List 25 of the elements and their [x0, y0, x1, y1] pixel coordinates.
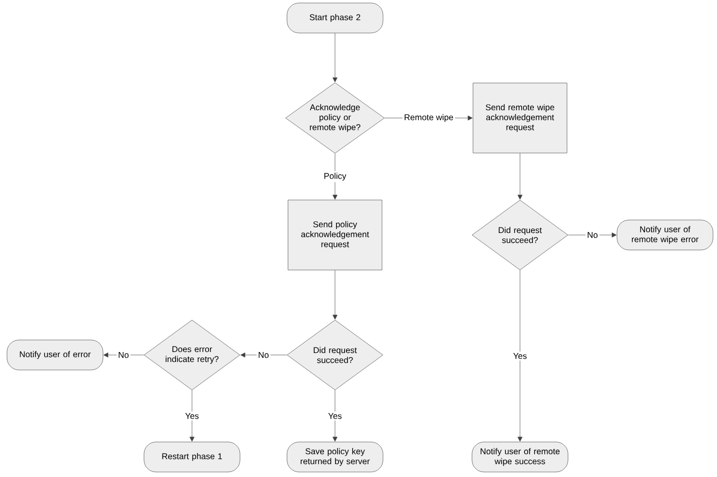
- process-box: Send remote wipe acknowledgement request: [472, 82, 568, 154]
- edge-label: Yes: [184, 412, 200, 420]
- arrow: [518, 270, 522, 442]
- terminator-box: Start phase 2: [286, 2, 384, 34]
- arrow: [240, 352, 287, 358]
- arrow: [568, 232, 617, 238]
- terminator-box: Restart phase 1: [144, 442, 240, 472]
- edge-label: Policy: [322, 171, 348, 182]
- arrow: [518, 153, 522, 200]
- arrow: [332, 33, 338, 82]
- edge-label: Remote wipe: [402, 112, 455, 124]
- terminator-box: Notify user of remote wipe error: [616, 220, 714, 250]
- terminator-box: Notify user of error: [6, 340, 104, 370]
- arrow: [332, 390, 338, 442]
- edge-label: Yes: [326, 412, 344, 420]
- edge-label: Yes: [512, 352, 528, 360]
- arrow: [190, 390, 194, 442]
- terminator-box: Notify user of remote wipe success: [472, 442, 568, 472]
- terminator-box: Save policy key returned by server: [286, 442, 384, 472]
- arrow: [332, 270, 338, 320]
- edge-label: No: [116, 350, 130, 360]
- arrow: [103, 352, 144, 358]
- process-box: Send policy acknowledgement request: [288, 200, 382, 270]
- edge-label: No: [256, 350, 270, 360]
- edge-label: No: [586, 230, 600, 240]
